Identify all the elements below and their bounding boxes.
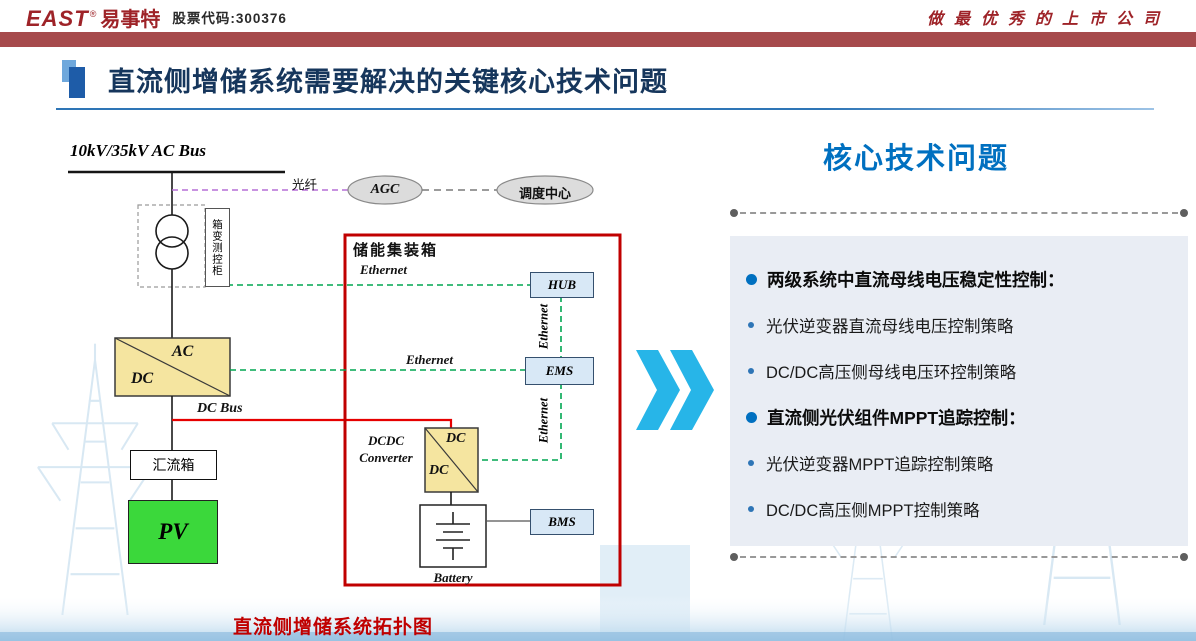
double-chevron-icon	[636, 350, 714, 430]
ethernet-label-1: Ethernet	[360, 262, 407, 277]
panel-title: 核心技术问题	[822, 143, 1009, 175]
bullet-icon	[746, 411, 757, 423]
bullet-icon	[746, 273, 757, 285]
list-item: DC/DC高压侧MPPT控制策略	[746, 486, 1180, 532]
key-points-list: 两级系统中直流母线电压稳定性控制： 光伏逆变器直流母线电压控制策略 DC/DC高…	[746, 256, 1180, 532]
list-item-text: DC/DC高压侧MPPT控制策略	[766, 502, 980, 520]
agc-label: AGC	[370, 182, 400, 197]
dcdc-dc-bottom-label: DC	[429, 463, 449, 478]
divider-top	[730, 208, 1188, 218]
list-item: 光伏逆变器直流母线电压控制策略	[746, 302, 1180, 348]
fiber-label: 光纤	[292, 178, 318, 192]
dispatch-center-label: 调度中心	[518, 186, 571, 201]
ac-bus-line	[68, 170, 285, 215]
dcdc-label-line1: DCDC	[367, 433, 405, 448]
dc-bus-label: DC Bus	[197, 401, 243, 416]
title-accent-icon	[62, 60, 88, 98]
header: EAST ® 易事特 股票代码:300376 做最优秀的上市公司	[0, 0, 1196, 32]
dispatch-node	[496, 175, 594, 205]
list-item-text: DC/DC高压侧母线电压环控制策略	[766, 364, 1017, 382]
bullet-icon	[748, 322, 754, 328]
ethernet-label-vertical-1: Ethernet	[536, 303, 551, 350]
container-title: 储能集装箱	[353, 242, 439, 259]
bullet-icon	[748, 506, 754, 512]
dcdc-label-line2: Converter	[359, 450, 413, 465]
dcdc-converter-label: DCDC Converter	[346, 432, 426, 466]
list-item: 光伏逆变器MPPT追踪控制策略	[746, 440, 1180, 486]
dc-dc-converter-box	[424, 427, 479, 493]
storage-container-outline	[343, 233, 622, 587]
title-row: 直流侧增储系统需要解决的关键核心技术问题	[62, 59, 1196, 99]
divider-dot-icon	[1180, 553, 1188, 561]
list-item-text: 两级系统中直流母线电压稳定性控制：	[767, 269, 1065, 290]
list-item-text: 光伏逆变器直流母线电压控制策略	[766, 318, 1014, 336]
ethernet-line-ems-dcdc	[478, 383, 562, 461]
dcdc-dc-top-label: DC	[446, 431, 466, 446]
bms-node: BMS	[530, 509, 594, 535]
bullet-icon	[748, 460, 754, 466]
page-title: 直流侧增储系统需要解决的关键核心技术问题	[108, 66, 668, 97]
ethernet-label-2: Ethernet	[406, 352, 453, 367]
key-issues-panel: 核心技术问题 两级系统中直流母线电压稳定性控制： 光伏逆变器直流母线电压控制策略…	[730, 140, 1188, 562]
divider-dot-icon	[730, 209, 738, 217]
battery-label: Battery	[433, 570, 473, 585]
divider-dot-icon	[1180, 209, 1188, 217]
ac-bus-label: 10kV/35kV AC Bus	[70, 141, 207, 160]
dc-label: DC	[131, 370, 154, 387]
list-item-text: 光伏逆变器MPPT追踪控制策略	[766, 456, 994, 474]
hub-node: HUB	[530, 272, 594, 298]
header-red-bar	[0, 32, 1196, 47]
stock-code: 股票代码:300376	[172, 11, 287, 26]
ems-node: EMS	[525, 357, 594, 385]
list-item: 直流侧光伏组件MPPT追踪控制：	[746, 394, 1180, 440]
ethernet-label-vertical-2: Ethernet	[536, 397, 551, 444]
list-item: DC/DC高压侧母线电压环控制策略	[746, 348, 1180, 394]
title-underline	[56, 108, 1154, 110]
combiner-box: 汇流箱	[130, 450, 217, 480]
divider-bottom	[730, 552, 1188, 562]
logo-chinese-text: 易事特	[100, 8, 161, 31]
company-logo: EAST ® 易事特	[26, 3, 160, 32]
registered-mark-icon: ®	[89, 8, 97, 19]
list-item: 两级系统中直流母线电压稳定性控制：	[746, 256, 1180, 302]
transformer-cabinet-box: 箱变测控柜	[205, 208, 230, 287]
topology-diagram: 10kV/35kV AC Bus 光纤 AGC 调度中心 箱变测控柜 AC DC…	[60, 135, 625, 615]
panel-body: 两级系统中直流母线电压稳定性控制： 光伏逆变器直流母线电压控制策略 DC/DC高…	[730, 236, 1188, 546]
battery-icon	[419, 504, 487, 568]
dc-bus-line	[172, 418, 453, 428]
logo-east-text: EAST	[26, 5, 89, 31]
ac-label: AC	[172, 343, 194, 360]
pv-box: PV	[128, 500, 218, 564]
divider-dot-icon	[730, 553, 738, 561]
bullet-icon	[748, 368, 754, 374]
company-slogan: 做最优秀的上市公司	[926, 11, 1170, 28]
list-item-text: 直流侧光伏组件MPPT追踪控制：	[767, 407, 1026, 428]
diagram-caption: 直流侧增储系统拓扑图	[232, 617, 433, 638]
